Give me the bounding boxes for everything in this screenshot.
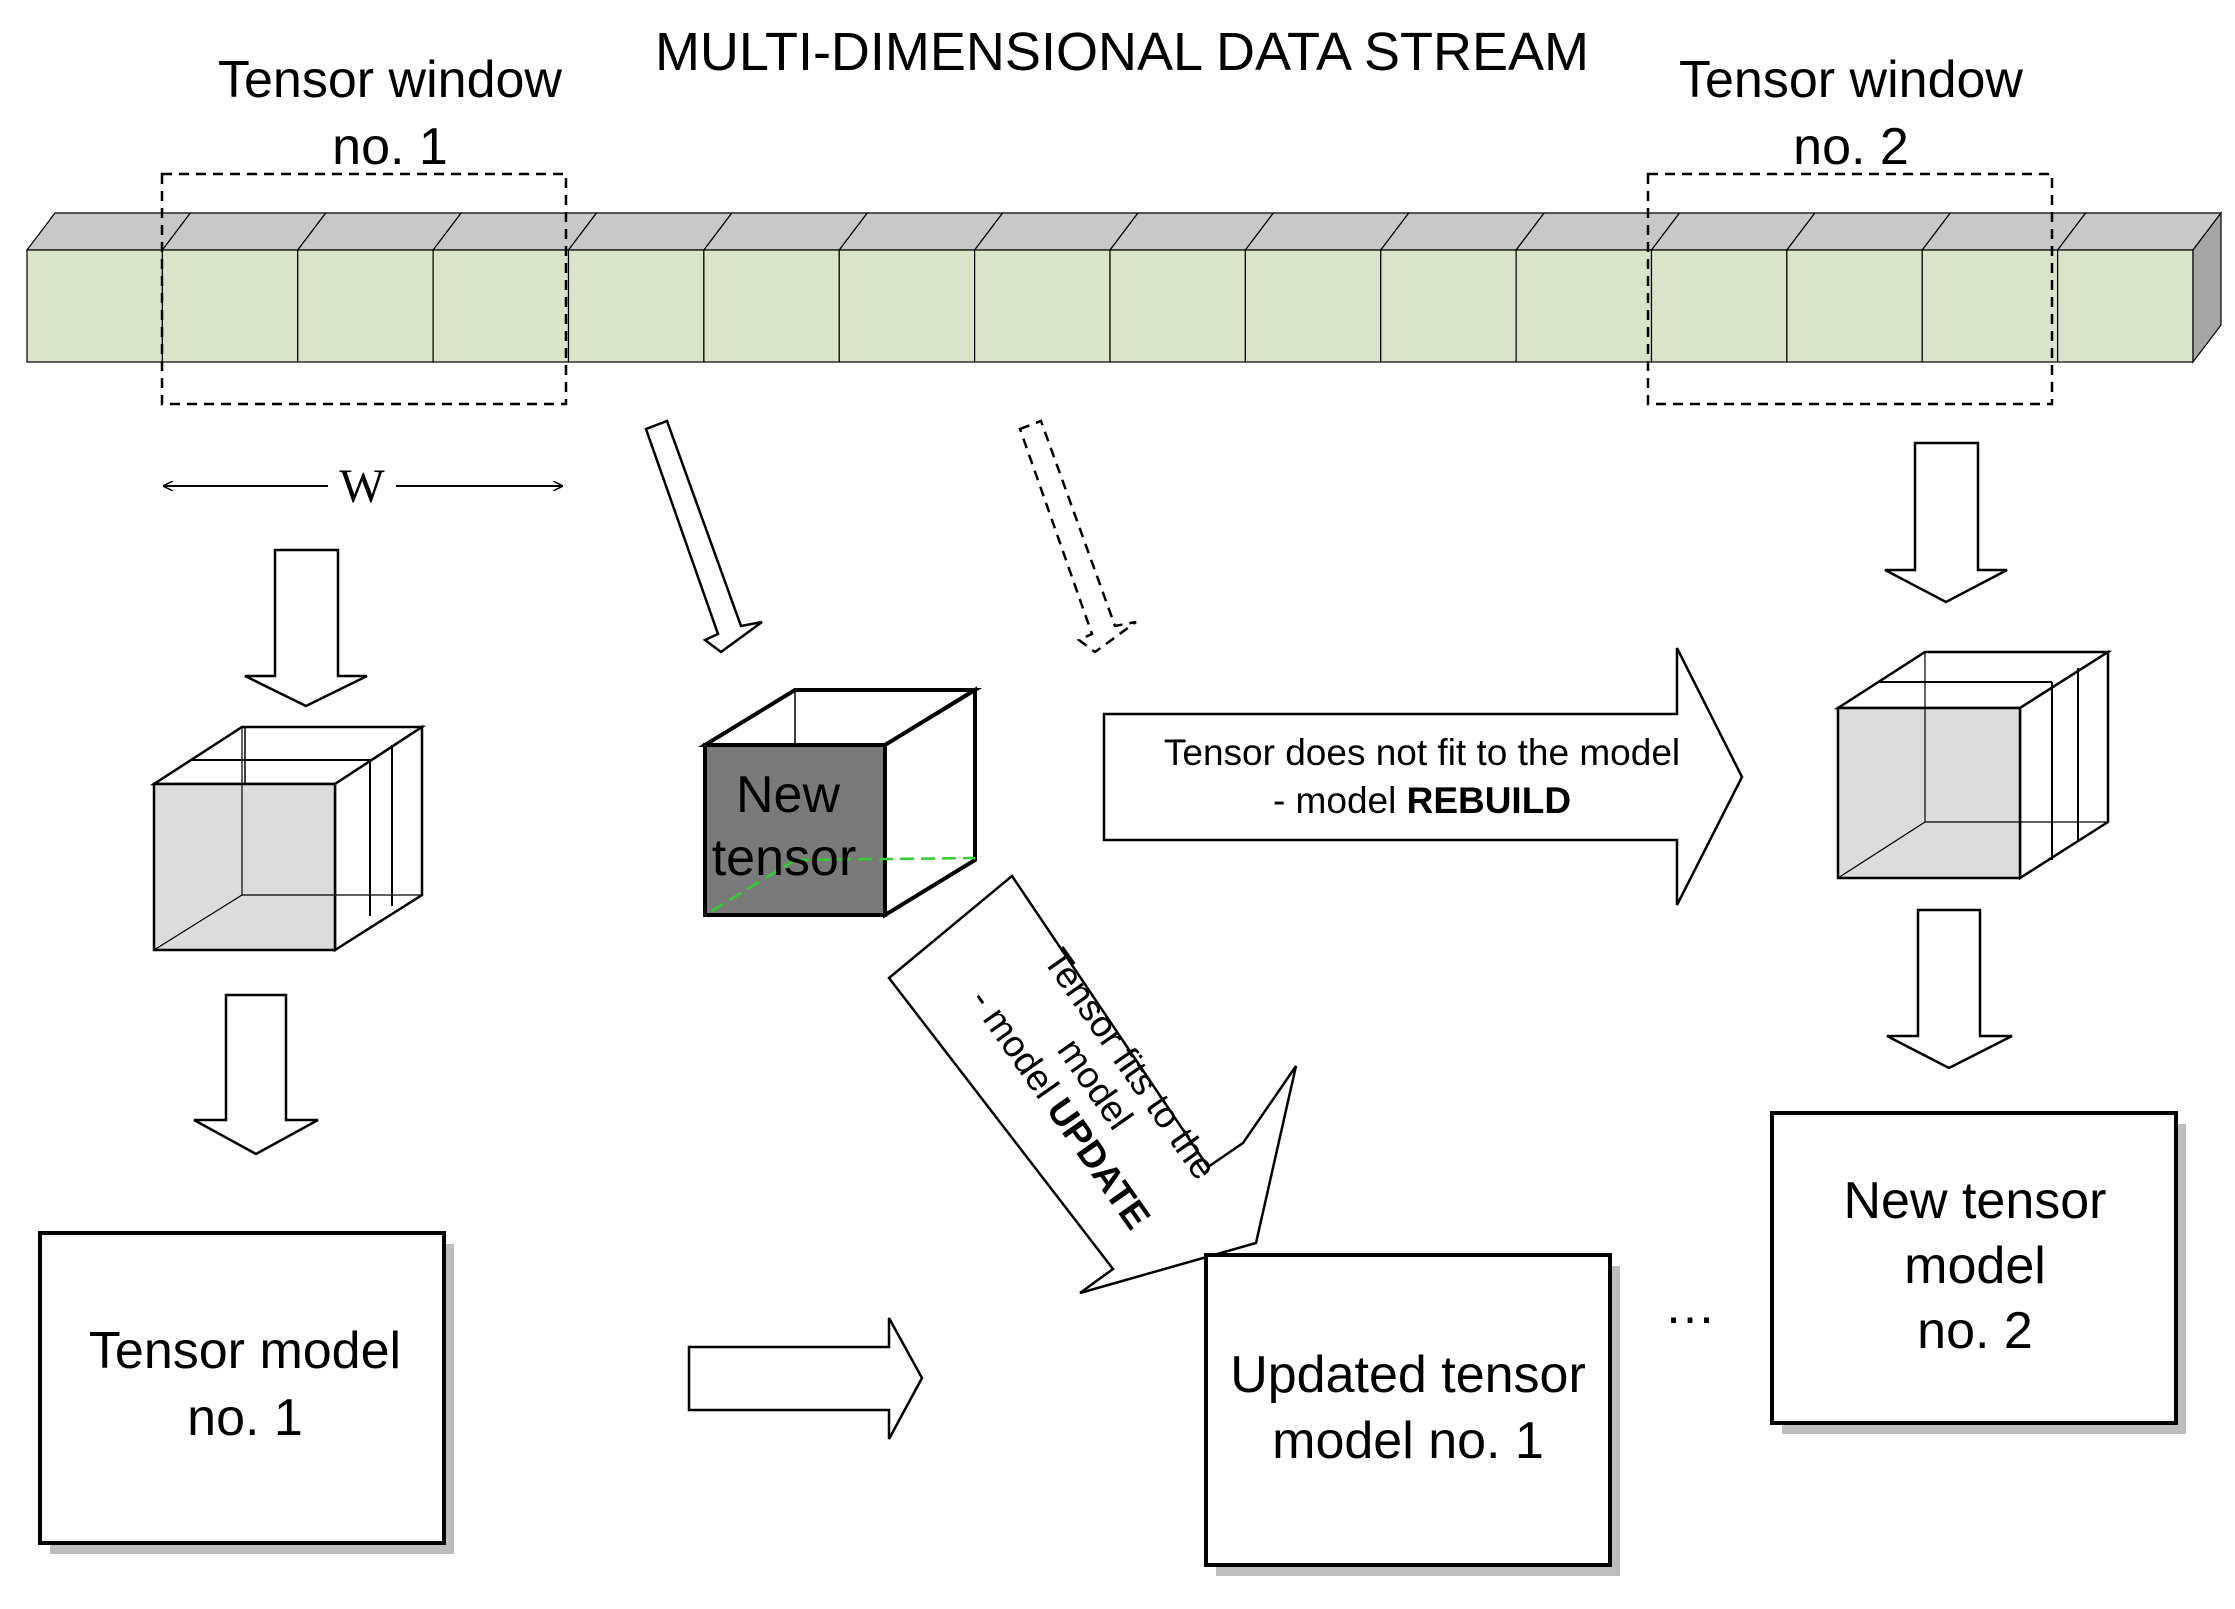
model-2-line2: model [1904, 1237, 2046, 1295]
right-arrow-model1-to-updated [687, 1317, 924, 1440]
stream-segment [161, 249, 299, 363]
rebuild-arrow: Tensor does not fit to the model - model… [1102, 647, 1744, 906]
model-2-line3: no. 2 [1917, 1302, 2033, 1360]
down-arrow-window2-to-cube [1884, 441, 2008, 604]
updated-model-line1: Updated tensor [1230, 1346, 1586, 1404]
down-arrow-cube-to-model1 [193, 993, 319, 1156]
tensor-cube-2 [1833, 649, 2113, 881]
stream-segment [1244, 249, 1382, 363]
stream-segment [26, 249, 163, 363]
stream-segment [1380, 249, 1517, 363]
rebuild-arrow-line2: - model REBUILD [1273, 780, 1571, 821]
tensor-window-2-number: no. 2 [1793, 118, 1909, 176]
stream-segment [432, 249, 570, 363]
updated-model-line2: model no. 1 [1272, 1412, 1544, 1470]
stream-segment [1650, 249, 1788, 363]
down-arrow-cube-to-model2 [1886, 908, 2013, 1070]
data-stream [25, 211, 2223, 364]
tensor-model-1-line1: Tensor model [89, 1322, 401, 1380]
tensor-window-1: Tensor window no. 1 [160, 51, 568, 406]
stream-segment [1921, 249, 2059, 363]
stream-segment [1109, 249, 1246, 363]
stream-end-face [2192, 211, 2222, 364]
new-tensor-cube: New tensor [697, 686, 983, 919]
model-2-line1: New tensor [1844, 1172, 2107, 1230]
tensor-model-1-box: Tensor model no. 1 [38, 1231, 454, 1554]
stream-segment [838, 249, 976, 363]
new-tensor-label-line2: tensor [712, 829, 857, 887]
new-tensor-label-line1: New [736, 766, 840, 824]
stream-segment [974, 249, 1111, 363]
stream-segment [1515, 249, 1653, 363]
ellipsis: … [1664, 1277, 1716, 1335]
tensor-model-1-line2: no. 1 [187, 1389, 303, 1447]
stream-segment [703, 249, 840, 363]
diagram-title: MULTI-DIMENSIONAL DATA STREAM [655, 22, 1589, 82]
new-tensor-model-2-box: New tensor model no. 2 [1770, 1111, 2186, 1434]
stream-segment [567, 249, 705, 363]
down-arrow-window1-to-cube [244, 548, 368, 708]
update-arrow: Tensor fits to the model - model UPDATE [887, 874, 1298, 1295]
arrow-future-tensor-dashed [1018, 419, 1137, 654]
tensor-window-1-number: no. 1 [332, 118, 448, 176]
tensor-window-2: Tensor window no. 2 [1646, 51, 2054, 406]
tensor-window-1-label: Tensor window [218, 51, 562, 109]
arrow-stream-to-new-tensor [644, 419, 763, 654]
rebuild-arrow-line1: Tensor does not fit to the model [1164, 732, 1680, 773]
tensor-cube-1 [149, 724, 427, 953]
stream-segment [1786, 249, 1923, 363]
tensor-window-2-label: Tensor window [1679, 51, 2023, 109]
updated-tensor-model-1-box: Updated tensor model no. 1 [1204, 1253, 1620, 1576]
window-width-indicator: W [164, 460, 562, 513]
window-width-label: W [339, 460, 385, 513]
stream-segment [2057, 249, 2194, 363]
stream-segment [297, 249, 434, 363]
